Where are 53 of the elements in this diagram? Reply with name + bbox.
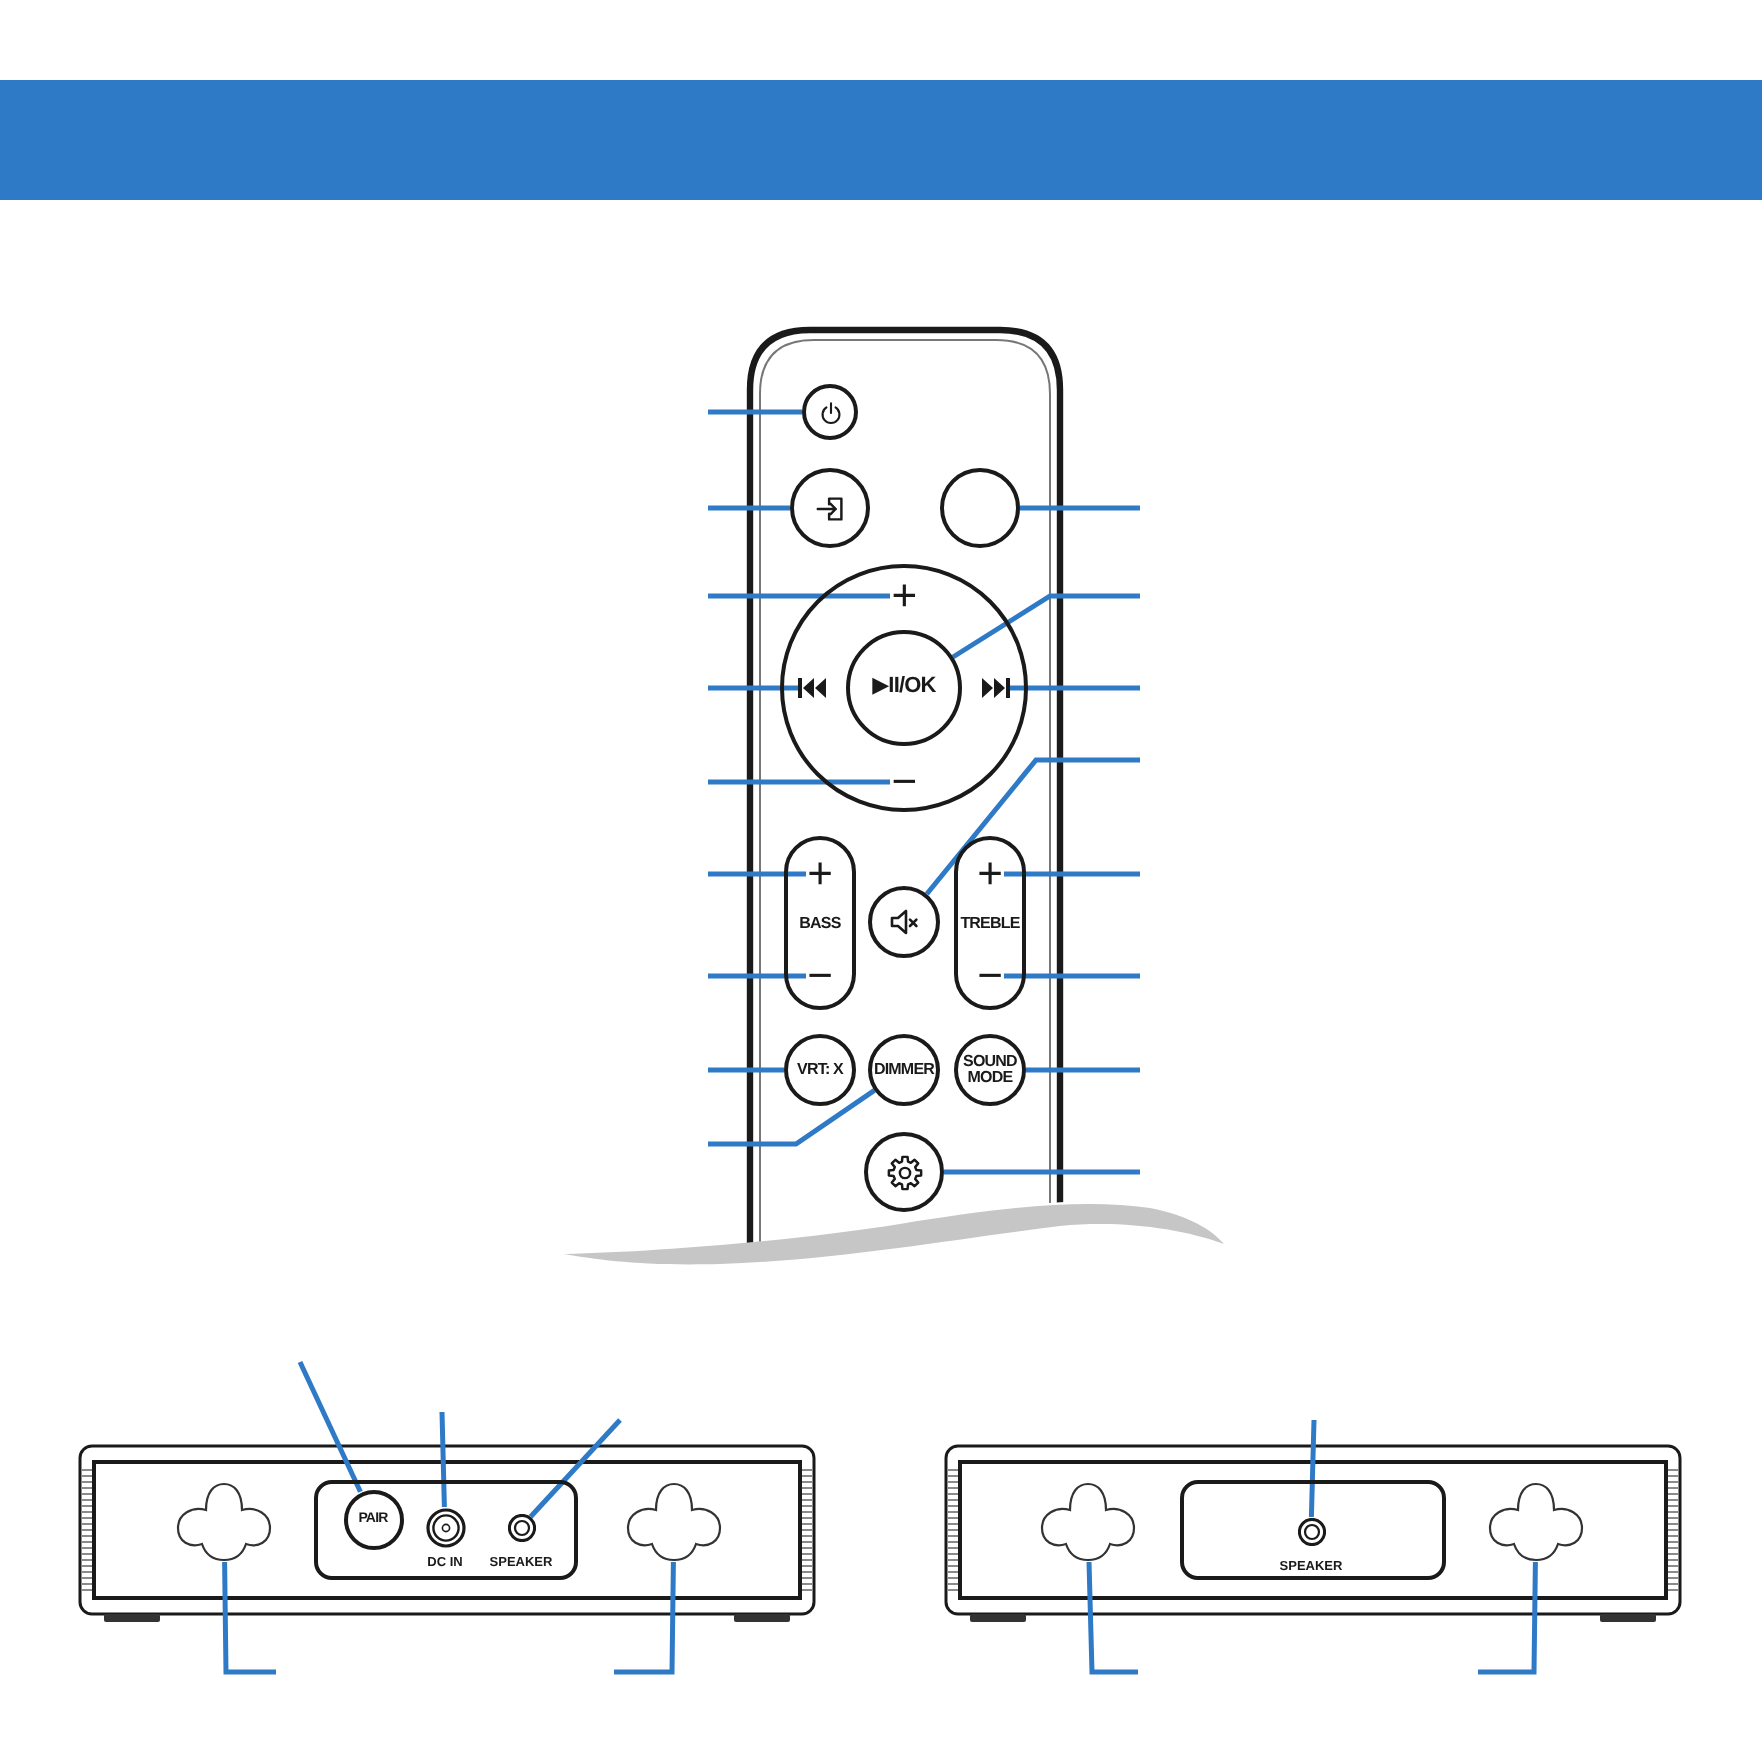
leader-line xyxy=(614,1561,676,1675)
leader-line xyxy=(708,409,802,415)
plus-sign: + xyxy=(806,854,834,894)
leader-line xyxy=(1026,1067,1140,1073)
round-button xyxy=(940,468,1020,548)
leader-line xyxy=(924,757,1140,896)
round-button: SOUND MODE xyxy=(954,1034,1026,1106)
leader-line xyxy=(708,779,890,785)
minus-sign: − xyxy=(806,956,834,996)
leader-line xyxy=(1308,1419,1317,1518)
leader-line xyxy=(1004,973,1140,979)
keyhole-cutout xyxy=(176,1482,272,1562)
port-panel xyxy=(314,1480,578,1580)
keyhole-cutout xyxy=(626,1482,722,1562)
settings-button xyxy=(864,1132,944,1212)
skip-back-icon xyxy=(798,678,826,698)
leader-line xyxy=(1010,685,1140,691)
plus-sign: + xyxy=(890,576,918,616)
keyhole-cutout xyxy=(1488,1482,1584,1562)
minus-sign: − xyxy=(976,956,1004,996)
center-button: ▶II/OK xyxy=(846,630,962,746)
leader-line xyxy=(708,1088,876,1147)
round-button: VRT: X xyxy=(784,1034,856,1106)
rocker-button xyxy=(784,836,856,1010)
leader-line xyxy=(1478,1561,1538,1675)
leader-line xyxy=(951,593,1140,660)
plus-sign: + xyxy=(976,854,1004,894)
leader-line xyxy=(708,973,806,979)
keyhole-cutout xyxy=(1040,1482,1136,1562)
skip-forward-icon xyxy=(982,678,1010,698)
mute-button xyxy=(868,886,940,958)
rocker-label: TREBLE xyxy=(958,911,1022,935)
power-button xyxy=(802,384,858,440)
rocker-button xyxy=(954,836,1026,1010)
leader-line xyxy=(708,871,806,877)
leader-line xyxy=(708,593,890,599)
leader-line xyxy=(1086,1561,1138,1675)
input-button xyxy=(790,468,870,548)
leader-line xyxy=(944,1169,1140,1175)
control-ring xyxy=(780,564,1028,812)
leader-line xyxy=(708,1067,784,1073)
leader-line xyxy=(297,1360,363,1493)
rocker-label: BASS xyxy=(797,911,843,935)
port-panel xyxy=(1180,1480,1446,1580)
leader-line xyxy=(222,1561,276,1675)
minus-sign: − xyxy=(890,762,918,802)
leader-line xyxy=(1020,505,1140,511)
round-button: DIMMER xyxy=(868,1034,940,1106)
leader-line xyxy=(439,1411,447,1508)
leader-line xyxy=(528,1418,622,1519)
leader-line xyxy=(708,505,790,511)
leader-line xyxy=(708,685,798,691)
leader-line xyxy=(1004,871,1140,877)
